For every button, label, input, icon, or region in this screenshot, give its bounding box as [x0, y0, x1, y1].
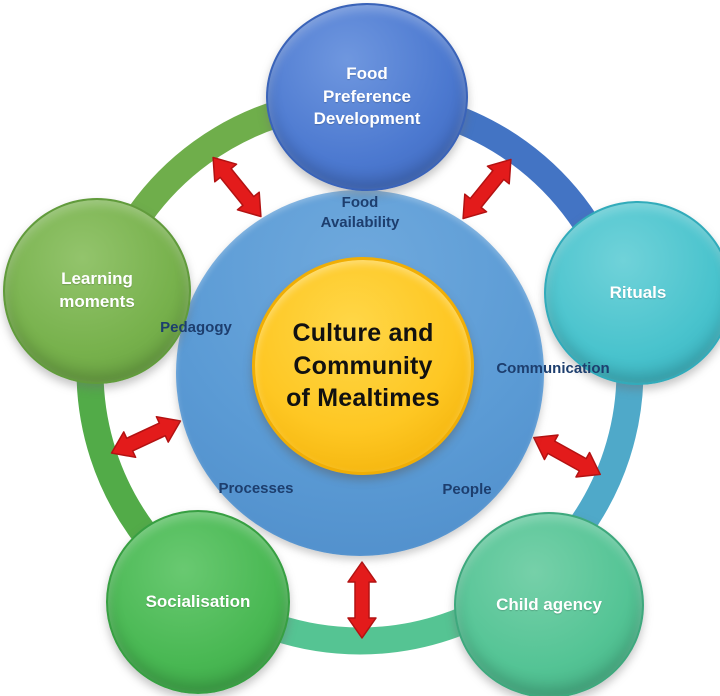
- arrow-bottom-icon: [347, 561, 377, 639]
- ring-label-communication: Communication: [496, 359, 610, 377]
- ring-label-pedagogy: Pedagogy: [160, 318, 232, 336]
- node-label: Socialisation: [145, 591, 251, 611]
- node-label: Child agency: [496, 594, 602, 614]
- node-label: Rituals: [609, 282, 667, 302]
- center-circle: Culture and Community of Mealtimes: [252, 257, 474, 475]
- node-child-agency: Child agency: [454, 512, 644, 696]
- node-label: Food Preference Development: [313, 63, 421, 129]
- node-label: Learning moments: [59, 269, 135, 311]
- center-circle-label: Culture and Community of Mealtimes: [286, 319, 440, 413]
- node-learning-moments: Learning moments: [3, 198, 191, 384]
- ring-label-processes: Processes: [218, 479, 294, 497]
- ring-label-food-availability: Food Availability: [320, 193, 400, 231]
- node-food-preference-development: Food Preference Development: [266, 3, 468, 191]
- ring-label-people: People: [442, 480, 492, 498]
- node-rituals: Rituals: [544, 201, 720, 385]
- arrow-top-right-icon: [451, 149, 523, 229]
- node-socialisation: Socialisation: [106, 510, 290, 694]
- arrow-top-left-icon: [201, 147, 273, 227]
